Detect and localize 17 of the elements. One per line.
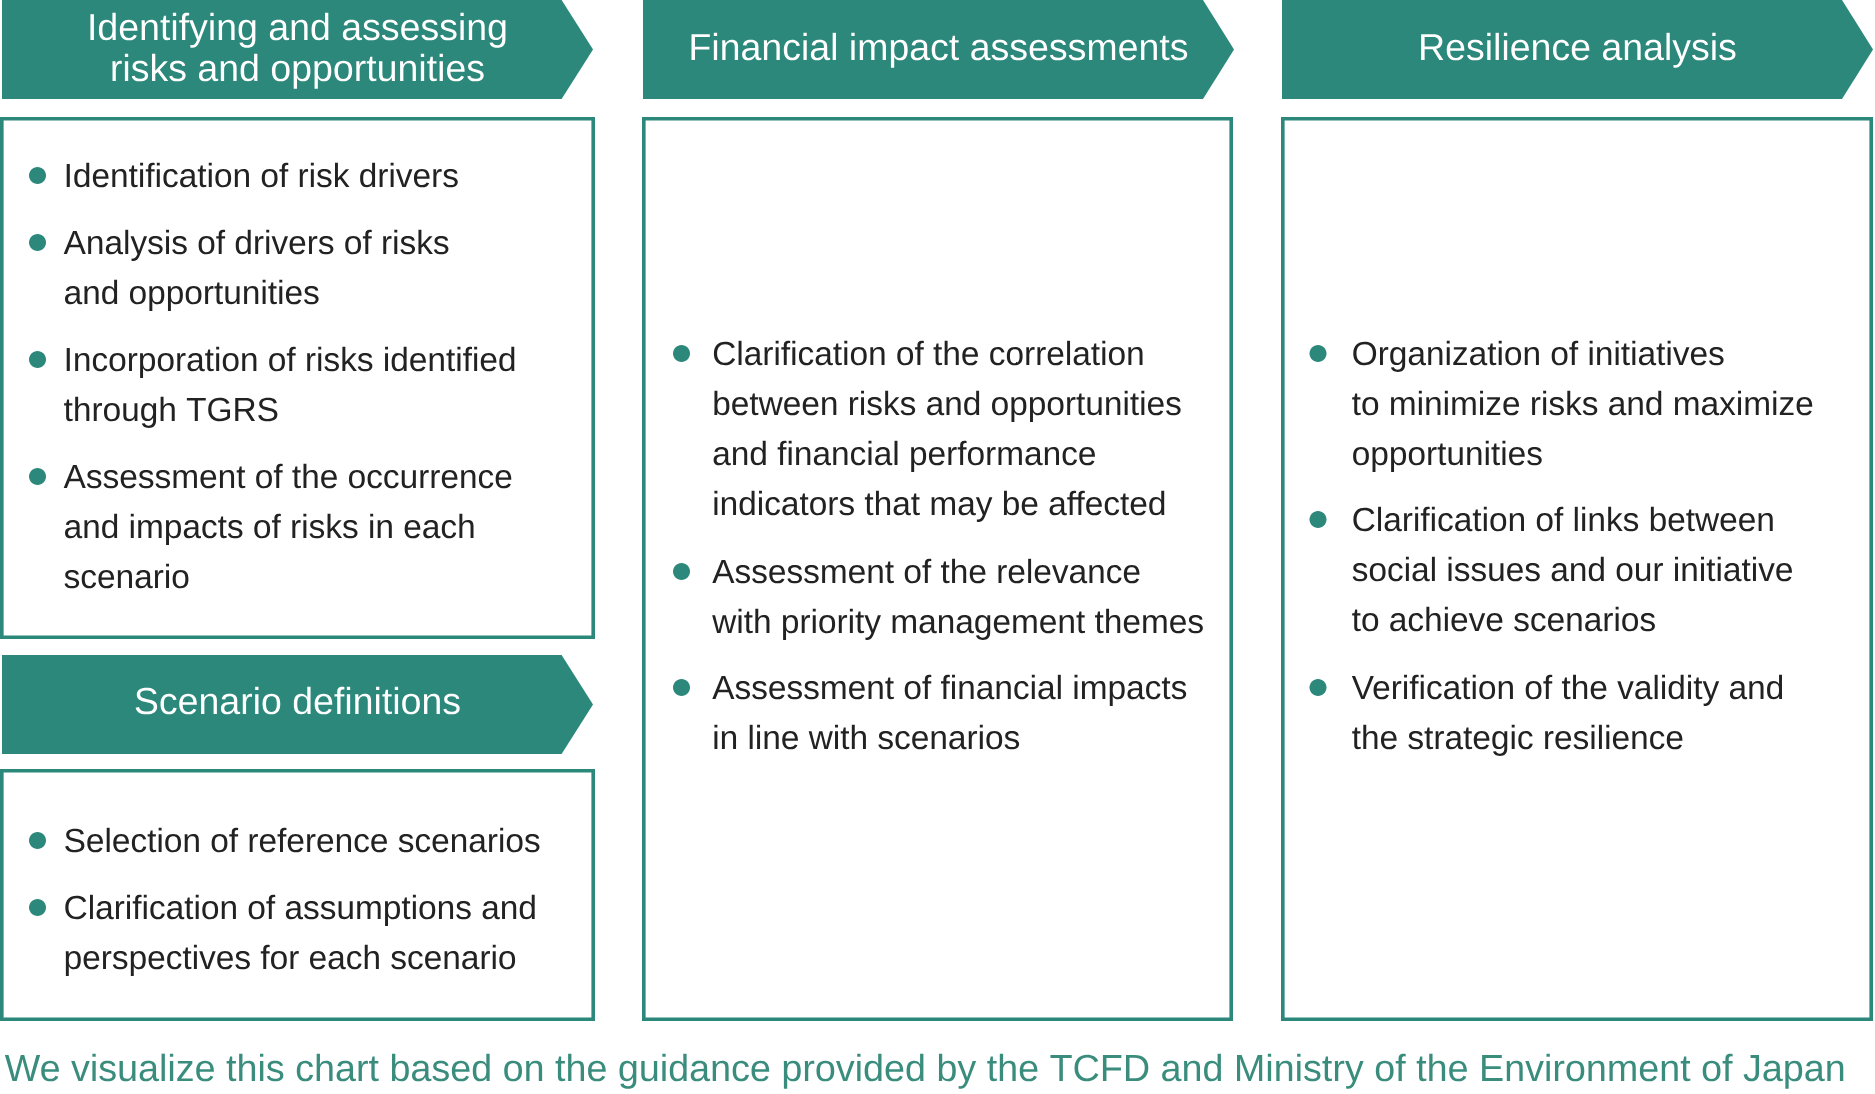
caption: We visualize this chart based on the guidance provided by the TCFD and Ministry of the Environment of Japan bbox=[4, 1053, 1844, 1089]
bullet-text: Assessment of financial impacts in line with scenarios bbox=[712, 674, 1187, 750]
chevron-banner: Identifying and assessing risks and opportunities bbox=[2, 0, 593, 99]
bullet-text: Identification of risk drivers bbox=[66, 162, 458, 188]
chevron-banner: Resilience analysis bbox=[1282, 0, 1873, 99]
chevron-banner: Scenario definitions bbox=[2, 655, 593, 754]
bullet-text: Assessment of the relevance with priority management themes bbox=[712, 558, 1203, 640]
bullet-text: Clarification of assumptions and perspectives for each scenario bbox=[65, 894, 535, 976]
bullet-text: Assessment of the occurrence and impacts of risks in each scenario bbox=[63, 463, 512, 589]
chevron-banner: Financial impact assessments bbox=[643, 0, 1234, 99]
bullet-text: Clarification of links between social issues and our initiative to achieve scenarios bbox=[1352, 506, 1792, 632]
bullet-text: Selection of reference scenarios bbox=[65, 827, 540, 853]
bullet-text: Analysis of drivers of risks and opportunities bbox=[63, 229, 449, 311]
bullet-text: Organization of initiatives to minimize risks and maximize opportunities bbox=[1352, 340, 1813, 472]
bullet-text: Clarification of the correlation between risks and opportunities and financial performance indicators that may be affected bbox=[713, 340, 1181, 522]
bullet-text: Verification of the validity and the strategic resilience bbox=[1351, 674, 1783, 756]
bullet-text: Incorporation of risks identified through TGRS bbox=[64, 346, 515, 428]
